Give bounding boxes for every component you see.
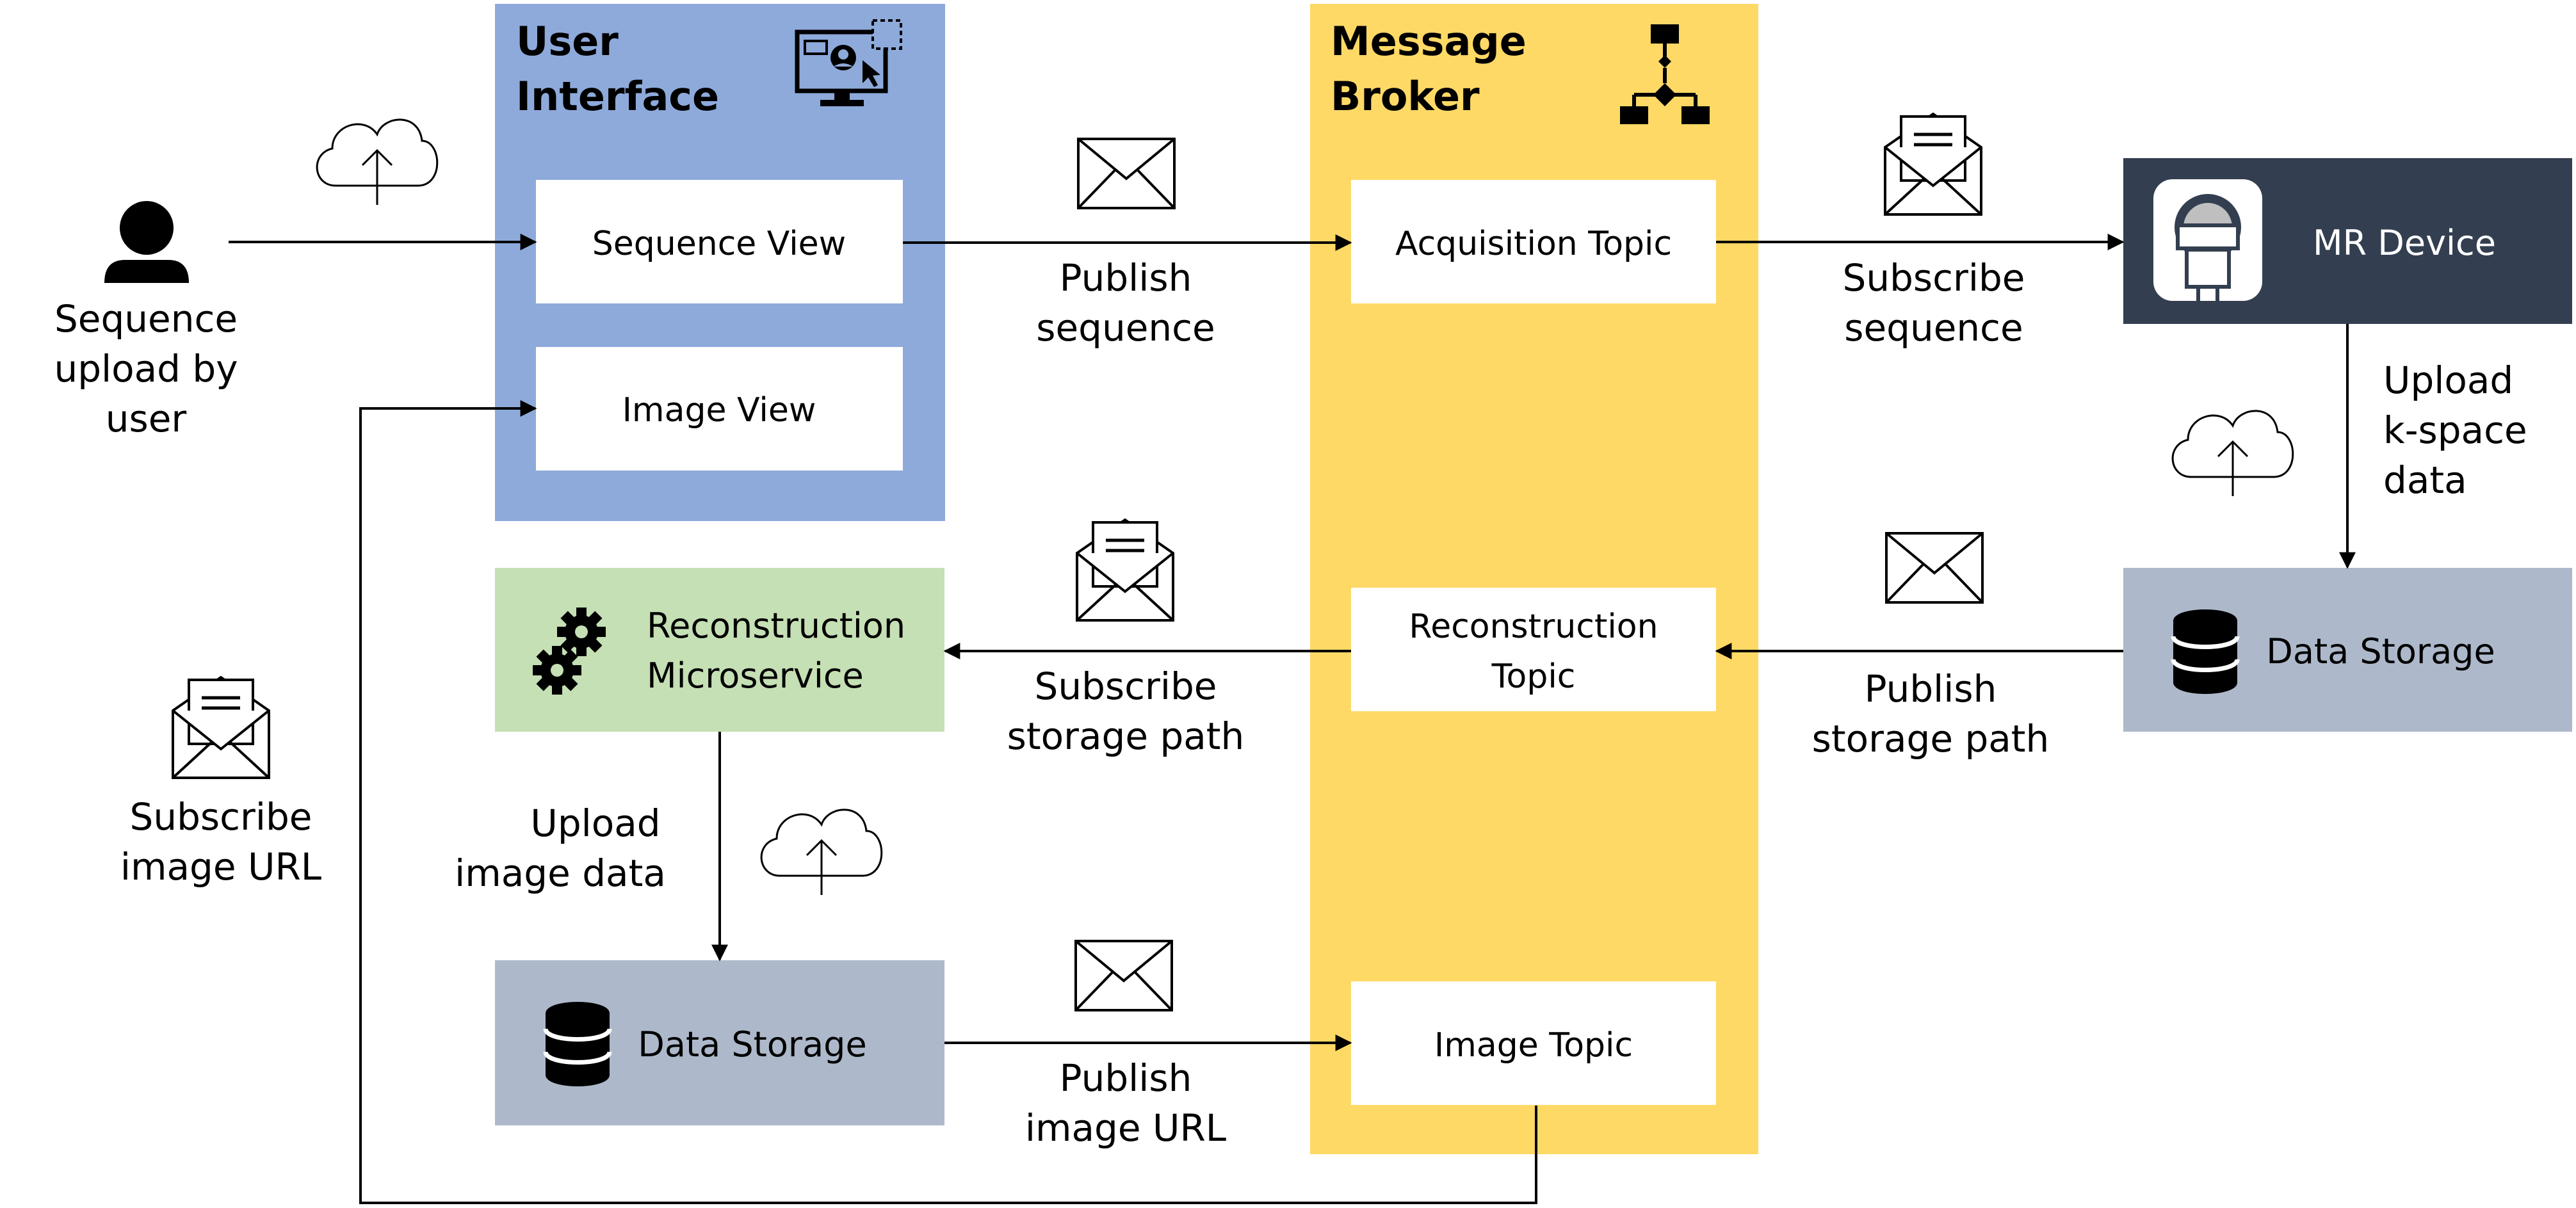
acquisition-topic-box [1351,180,1716,303]
open-envelope-icon [1885,114,1981,214]
image-view-box [536,347,903,471]
mri-scanner-icon [2153,179,2262,301]
flowchart-icon [1620,24,1710,124]
upload-kspace-line2: k-space [2383,408,2527,452]
publish-image-url-line1: Publish [1060,1056,1192,1100]
image-topic-box [1351,981,1716,1105]
database-icon [546,1002,610,1086]
upload-kspace-line1: Upload [2383,358,2513,402]
mr-device-label: MR Device [2313,223,2496,263]
envelope-icon [1077,138,1176,209]
subscribe-sequence-line2: sequence [1844,306,2023,350]
publish-storage-path-line1: Publish [1865,667,1997,711]
connectors [229,234,2356,1204]
reconstruction-topic-box [1351,588,1716,711]
user-interface-title-line1: User [516,18,619,65]
reconstruction-topic-label-line2: Topic [1491,657,1576,696]
envelope-icon [1074,940,1173,1011]
monitor-user-icon [795,19,902,106]
open-envelope-icon [173,677,269,778]
user-label-line3: user [106,397,187,440]
user-interface-title-line2: Interface [516,73,719,120]
publish-sequence-line1: Publish [1060,256,1192,300]
subscribe-sequence-line1: Subscribe [1843,256,2025,300]
upload-image-data-line1: Upload [530,801,660,845]
open-envelope-icon [1077,520,1173,620]
cloud-upload-icon [316,118,439,206]
reconstruction-service-label-line2: Microservice [647,656,864,696]
sequence-view-label: Sequence View [592,225,846,263]
reconstruction-service-label-line1: Reconstruction [647,606,905,646]
acquisition-topic-label: Acquisition Topic [1395,225,1672,263]
message-broker-title-line1: Message [1331,18,1527,65]
user-label-line2: upload by [54,347,238,391]
reconstruction-topic-label-line1: Reconstruction [1409,608,1658,646]
data-storage-bottom-label: Data Storage [638,1024,866,1065]
upload-image-data-line2: image data [455,851,666,895]
database-icon [2173,609,2237,694]
cloud-upload-icon [760,809,883,896]
image-topic-label: Image Topic [1434,1026,1633,1065]
arrow-image-topic-to-image-view [359,400,1537,1204]
sequence-view-box [536,180,903,303]
publish-image-url-line2: image URL [1025,1106,1226,1150]
upload-kspace-line3: data [2383,458,2467,502]
subscribe-image-url-line1: Subscribe [130,795,312,839]
reconstruction-service-box [495,568,944,732]
envelope-icon [1885,532,1984,604]
data-storage-right-label: Data Storage [2266,631,2495,672]
subscribe-image-url-line2: image URL [120,845,321,889]
subscribe-storage-path-line1: Subscribe [1035,664,1217,708]
publish-sequence-line2: sequence [1036,306,1215,350]
cloud-upload-icon [2171,410,2294,497]
image-view-label: Image View [622,391,816,430]
publish-storage-path-line2: storage path [1812,717,2050,761]
user-icon [104,201,189,283]
subscribe-storage-path-line2: storage path [1007,714,1245,758]
user-label-line1: Sequence [54,297,238,341]
message-broker-title-line2: Broker [1331,73,1480,120]
